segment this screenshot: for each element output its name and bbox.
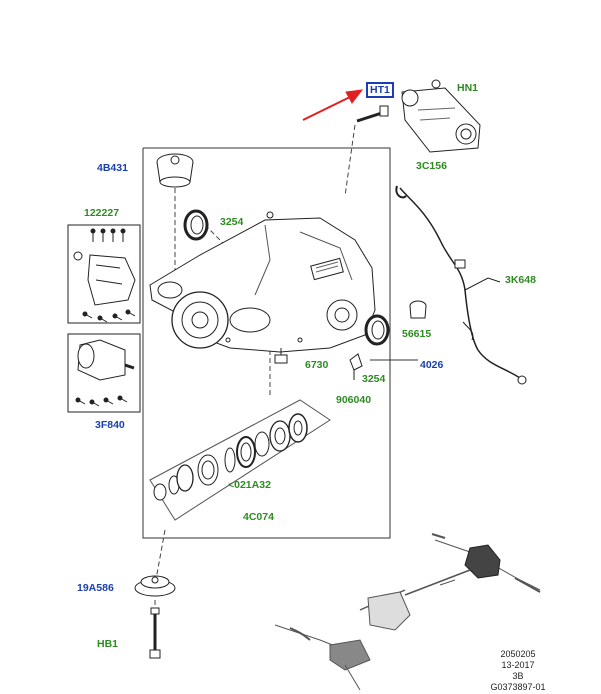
bolt-hb1 xyxy=(149,607,161,659)
reference-line-3: 3B xyxy=(512,671,524,681)
label-021a32[interactable]: <021A32 xyxy=(228,479,271,491)
label-3254-bottom[interactable]: 3254 xyxy=(362,373,386,385)
label-4c074[interactable]: 4C074 xyxy=(243,511,274,523)
label-122227[interactable]: 122227 xyxy=(84,207,120,219)
reference-line-1: 2050205 xyxy=(500,649,536,659)
label-4b431[interactable]: 4B431 xyxy=(97,162,128,174)
label-6730[interactable]: 6730 xyxy=(305,359,329,371)
label-56615[interactable]: 56615 xyxy=(402,328,432,340)
label-hn1[interactable]: HN1 xyxy=(457,82,479,94)
label-3k648[interactable]: 3K648 xyxy=(505,274,536,286)
label-4026[interactable]: 4026 xyxy=(420,359,444,371)
seal-3254-bottom xyxy=(364,314,390,346)
plug-6730 xyxy=(274,348,288,364)
internal-kit-4c074 xyxy=(149,399,331,521)
vehicle-drivetrain-thumbnail xyxy=(274,533,541,691)
label-ht1[interactable]: HT1 xyxy=(366,82,394,98)
kit-3f840 xyxy=(67,333,141,413)
mount-19a586 xyxy=(134,575,176,597)
reference-block: 2050205 13-2017 3B G0373897-01 xyxy=(468,649,568,693)
assembly-frame xyxy=(142,147,418,539)
reference-line-4: G0373897-01 xyxy=(490,682,546,692)
label-hb1[interactable]: HB1 xyxy=(97,638,119,650)
bolt-ht1 xyxy=(356,105,389,123)
label-19a586[interactable]: 19A586 xyxy=(77,582,114,594)
harness-3k648 xyxy=(395,185,527,385)
label-906040[interactable]: 906040 xyxy=(336,394,372,406)
label-3f840[interactable]: 3F840 xyxy=(95,419,125,431)
dashed-leaders xyxy=(154,124,380,640)
seal-3254-top xyxy=(183,209,209,241)
reference-line-2: 13-2017 xyxy=(501,660,535,670)
label-3254-top[interactable]: 3254 xyxy=(220,216,244,228)
label-3c156[interactable]: 3C156 xyxy=(416,160,447,172)
bracket-3c156 xyxy=(401,79,481,153)
kit-122227 xyxy=(67,224,141,324)
mount-4b431 xyxy=(156,153,194,188)
highlight-arrow xyxy=(302,89,364,121)
cap-56615 xyxy=(409,300,427,319)
differential-housing xyxy=(149,211,376,353)
sensor-906040 xyxy=(349,353,363,380)
